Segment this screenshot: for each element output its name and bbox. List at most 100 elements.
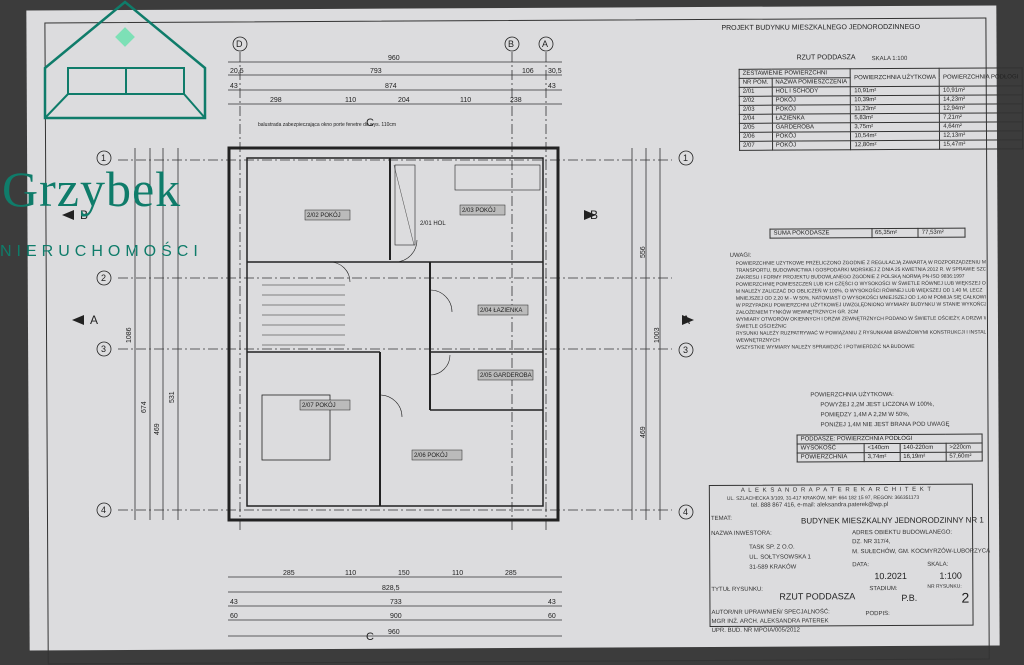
- height-table: PODDASZE: POWIERZCHNIA PODŁOGI WYSOKOŚĆ<…: [797, 434, 983, 463]
- table-cell: 5,83m²: [850, 113, 940, 123]
- table-cell: POKÓJ: [772, 104, 851, 115]
- table-cell: HOL I SCHODY: [771, 86, 851, 97]
- areas-sum: SUMA POKODASZE 65,35m² 77,53m²: [769, 228, 966, 239]
- date-label: DATA:: [852, 562, 870, 569]
- table-cell: 2/03: [739, 105, 773, 115]
- dim-text: 106: [522, 68, 534, 75]
- dim-text: 204: [398, 97, 410, 104]
- dim-text: 1003: [654, 327, 661, 343]
- height-cell: POWIERZCHNIA: [797, 452, 865, 463]
- section-mark: A: [682, 313, 690, 327]
- axis-label: A: [542, 39, 548, 49]
- dim-text: 110: [345, 570, 356, 577]
- investor-label: NAZWA INWESTORA:: [711, 530, 772, 537]
- table-cell: ŁAZIENKA: [772, 113, 851, 124]
- axis-label: 3: [101, 344, 106, 354]
- table-cell: 2/07: [739, 141, 773, 151]
- axis-label: 3: [683, 345, 688, 355]
- axis-label: B: [508, 39, 514, 49]
- dim-text: 960: [388, 55, 400, 62]
- dim-text: 960: [388, 629, 400, 636]
- height-cell: 16,19m²: [899, 452, 946, 462]
- sum-usable: 65,35m²: [871, 228, 919, 238]
- architect-name: A L E K S A N D R A P A T E R E K A R C …: [740, 486, 933, 494]
- signature-label: PODPIS:: [865, 611, 890, 618]
- drawing-number: 2: [961, 589, 970, 606]
- dim-text: 60: [230, 613, 238, 620]
- section-mark: C: [366, 631, 374, 643]
- dim-text: 285: [283, 570, 295, 577]
- dim-text: 874: [385, 83, 397, 90]
- areas-header: NAZWA POMIESZCZENIA: [771, 77, 851, 88]
- axis-label: D: [236, 39, 243, 49]
- room-label: 2/01 HOL: [420, 221, 446, 227]
- callout: balustrada zabezpieczająca okno porte fe…: [258, 122, 396, 128]
- usable-line: POWYŻEJ 2,2M JEST LICZONA W 100%,: [820, 401, 935, 409]
- height-cell: 140-220cm: [899, 443, 946, 453]
- temat-label: TEMAT:: [710, 515, 732, 522]
- object-line: DZ. NR 317/4,: [852, 539, 891, 546]
- room-label: 2/05 GARDEROBA: [480, 373, 532, 379]
- dim-text: 110: [452, 570, 463, 577]
- axis-label: 2: [101, 273, 106, 283]
- note-line: WYMIARY OTWORÓW OKIENNYCH I DRZWI ZEWNĘT…: [735, 315, 987, 323]
- scale-value: 1:100: [939, 570, 962, 581]
- investor-line: TASK SP. Z O.O.: [749, 544, 795, 551]
- dim-text: 43: [230, 83, 238, 90]
- dim-text: 43: [548, 599, 556, 606]
- height-cell: >220cm: [945, 443, 983, 453]
- table-cell: 11,23m²: [850, 104, 940, 114]
- object-line: M. SUŁECHÓW, GM. KOCMYRZÓW-LUBORZYCA: [852, 548, 991, 556]
- room-label: 2/02 POKÓJ: [307, 212, 341, 219]
- dim-text: 110: [460, 97, 471, 104]
- usable-heading: POWIERZCHNIA UŻYTKOWA:: [810, 392, 894, 399]
- usable-line: POMIĘDZY 1,4M A 2,2M W 50%,: [820, 411, 910, 419]
- table-cell: 10,54m²: [850, 131, 940, 141]
- stage: P.B.: [901, 592, 918, 603]
- areas-table: ZESTAWIENIE POWIERZCHNI POWIERZCHNIA UŻY…: [739, 67, 1023, 151]
- sum-label: SUMA POKODASZE: [769, 228, 872, 239]
- dim-text: 733: [390, 599, 402, 606]
- note-line: W PRZYPADKU POWIERZCHNI UŻYTKOWEJ UWZGLĘ…: [735, 301, 987, 309]
- dim-text: 238: [510, 97, 522, 104]
- axis-label: 4: [683, 507, 688, 517]
- room-label: 2/03 POKÓJ: [462, 207, 496, 214]
- table-cell: 3,75m²: [850, 122, 940, 132]
- height-cell: 3,74m²: [864, 452, 900, 462]
- section-mark: A: [90, 313, 98, 327]
- room-label: 2/04 ŁAZIENKA: [480, 308, 522, 314]
- dim-text: 20,5: [230, 68, 244, 75]
- section-mark: B: [590, 208, 598, 222]
- scale-note: SKALA 1:100: [871, 55, 908, 63]
- note-line: WSZYSTKIE WYMIARY NALEŻY SPRAWDZIĆ I POT…: [736, 343, 915, 351]
- table-cell: 10,91m²: [850, 86, 940, 96]
- drawing-title: RZUT PODDASZA: [796, 54, 856, 62]
- scale-label: SKALA:: [927, 561, 949, 568]
- room-label: 2/07 POKÓJ: [302, 402, 336, 409]
- table-cell: GARDEROBA: [772, 122, 851, 133]
- dim-text: 469: [154, 423, 161, 435]
- section-mark: B: [80, 208, 88, 222]
- room-label: 2/06 POKÓJ: [414, 452, 448, 459]
- areas-header: POWIERZCHNIA PODŁOGI: [939, 67, 1022, 87]
- dim-text: 43: [230, 599, 238, 606]
- architect-contact: tel. 888 867 416, e-mail: aleksandra.pat…: [750, 502, 889, 509]
- table-cell: 7,21m²: [939, 112, 1023, 123]
- dim-text: 110: [345, 97, 356, 104]
- table-cell: 2/05: [739, 123, 773, 133]
- notes-heading: UWAGI:: [729, 252, 752, 259]
- section-mark: C: [366, 117, 374, 129]
- areas-header: POWIERZCHNIA UŻYTKOWA: [850, 68, 940, 87]
- drawing-name: RZUT PODDASZA: [779, 591, 856, 602]
- axis-label: 1: [101, 153, 106, 163]
- temat: BUDYNEK MIESZKALNY JEDNORODZINNY NR 1: [800, 515, 984, 526]
- author-line: UPR. BUD. NR MPOIA/005/2012: [711, 627, 800, 634]
- dim-text: 793: [370, 68, 382, 75]
- project-title: PROJEKT BUDYNKU MIESZKALNEGO JEDNORODZIN…: [721, 23, 921, 32]
- dim-text: 150: [398, 570, 410, 577]
- height-cell: <140cm: [864, 443, 900, 453]
- table-cell: 10,91m²: [939, 85, 1022, 96]
- investor-line: UL. SOŁTYSOWSKA 1: [749, 554, 811, 561]
- dim-text: 900: [390, 613, 402, 620]
- note-line: RYSUNKI NALEŻY RUZPATRYWAĆ W POWIĄZANIU …: [736, 329, 987, 337]
